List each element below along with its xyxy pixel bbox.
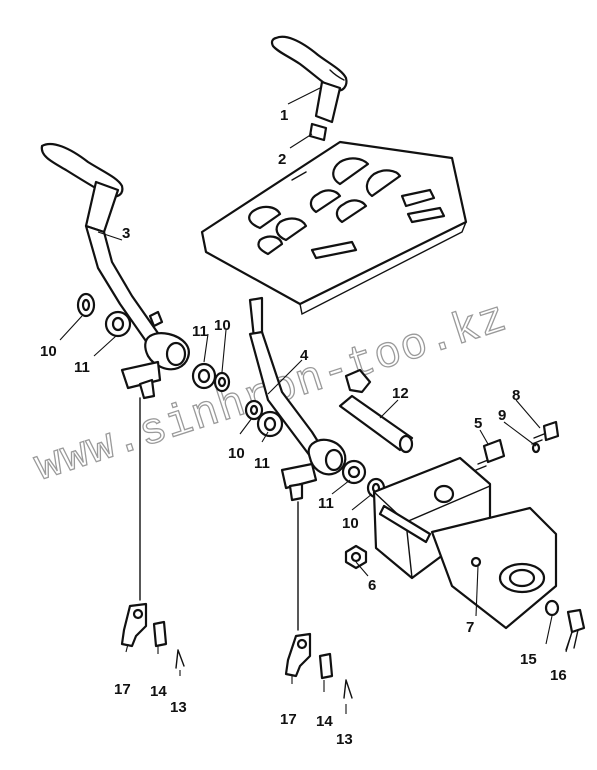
part-9-washer (531, 442, 541, 454)
callouts: 1 2 3 4 5 6 7 8 9 10 10 10 10 11 11 11 1… (40, 107, 567, 748)
part-11-bushing-center (256, 410, 284, 438)
part-10-washer-center (244, 399, 264, 421)
callout-13-left: 13 (170, 699, 187, 716)
callout-14-right: 14 (316, 713, 333, 730)
part-8-bolt (531, 420, 560, 445)
part-12-shaft (338, 368, 414, 454)
callout-10-right: 10 (342, 515, 359, 532)
callout-11-left: 11 (74, 359, 90, 376)
callout-11-upper: 11 (192, 323, 208, 340)
callout-11-center: 11 (254, 455, 270, 472)
callout-10-center: 10 (228, 445, 245, 462)
part-6-nut (344, 544, 368, 570)
part-13-pin-right (343, 679, 353, 699)
callout-5: 5 (474, 415, 482, 432)
part-3-lever (40, 142, 190, 400)
callout-2: 2 (278, 151, 286, 168)
part-14-nut-right (318, 652, 334, 680)
part-17-clevis-right (284, 632, 312, 678)
part-7-plate (430, 506, 558, 630)
callout-9: 9 (498, 407, 506, 424)
callout-12: 12 (392, 385, 409, 402)
callout-10-upper: 10 (214, 317, 231, 334)
part-5-bolt (475, 438, 506, 471)
callout-10-left: 10 (40, 343, 57, 360)
part-11-bushing-mid (191, 362, 217, 390)
callout-13-right: 13 (336, 731, 353, 748)
part-11-bushing-left (104, 310, 132, 338)
part-10-washer-left (76, 292, 96, 318)
callout-6: 6 (368, 577, 376, 594)
callout-4: 4 (300, 347, 309, 364)
part-4-lever (248, 296, 347, 502)
part-2-sleeve (308, 122, 328, 142)
part-13-pin-left (175, 649, 185, 669)
callout-7: 7 (466, 619, 474, 636)
part-15-washer (544, 599, 560, 617)
part-11-bushing-right (341, 459, 367, 485)
callout-8: 8 (512, 387, 520, 404)
callout-17-right: 17 (280, 711, 297, 728)
part-14-nut-left (152, 620, 168, 648)
callout-11-right: 11 (318, 495, 334, 512)
callout-16: 16 (550, 667, 567, 684)
callout-14-left: 14 (150, 683, 167, 700)
callout-3: 3 (122, 225, 130, 242)
bracket-block (372, 456, 492, 580)
part-1-lever-handle (270, 35, 348, 124)
part-10-washer-mid (213, 371, 231, 393)
leader-lines (59, 87, 573, 714)
callout-1: 1 (280, 107, 288, 124)
part-17-clevis-left (120, 602, 148, 648)
callout-17-left: 17 (114, 681, 131, 698)
cover-plate (200, 140, 468, 316)
callout-15: 15 (520, 651, 537, 668)
